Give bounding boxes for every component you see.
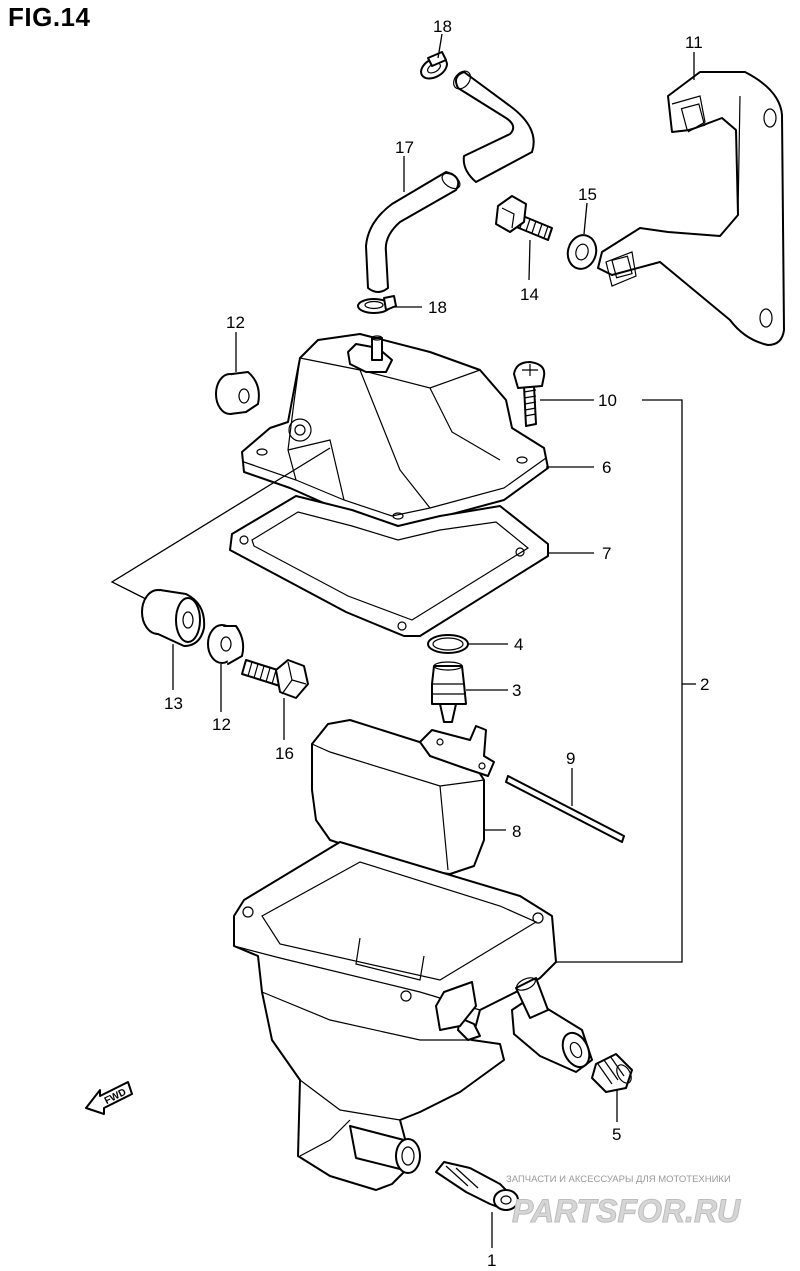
hose-clamp-part-18-lower	[357, 295, 397, 314]
fwd-direction-indicator: FWD	[85, 1081, 133, 1115]
callout-5: 5	[612, 1125, 621, 1144]
bracket-part-11	[597, 71, 785, 346]
callout-18-top: 18	[433, 17, 452, 36]
grommet-part-12-lower	[207, 624, 245, 665]
figure-title: FIG.14	[8, 2, 91, 32]
leader-lines	[172, 33, 696, 1248]
watermark: ЗАПЧАСТИ И АКСЕССУАРЫ ДЛЯ МОТОТЕХНИКИ PA…	[506, 1174, 742, 1230]
screw-part-10	[513, 361, 546, 427]
callout-11: 11	[685, 33, 703, 52]
callout-4: 4	[514, 635, 523, 654]
callout-6: 6	[602, 458, 611, 477]
reference-line-13	[110, 447, 331, 601]
callout-18-lower: 18	[428, 298, 447, 317]
callout-15: 15	[578, 185, 597, 204]
callout-16: 16	[275, 744, 294, 763]
callout-3: 3	[512, 681, 521, 700]
callout-10: 10	[598, 391, 617, 410]
washer-part-15	[566, 234, 598, 270]
callout-7: 7	[602, 544, 611, 563]
watermark-logo: PARTSFOR.RU	[512, 1193, 741, 1229]
drain-screw-part-1	[435, 1161, 519, 1211]
callout-labels: 18 11 17 15 14 18 12 10 6 7 4 3 2 13 12 …	[164, 17, 709, 1270]
callout-1: 1	[487, 1251, 496, 1270]
float-part-8	[311, 719, 495, 875]
callout-8: 8	[512, 822, 521, 841]
hose-part-17	[365, 171, 461, 293]
callout-12-lower: 12	[212, 715, 231, 734]
callout-9: 9	[566, 749, 575, 768]
o-ring-part-4	[427, 634, 469, 654]
pin-part-9	[505, 775, 625, 843]
gasket-part-7	[229, 495, 549, 637]
cover-part-6	[241, 333, 549, 529]
hose-upper	[453, 70, 535, 183]
hose-clamp-part-18-top	[420, 51, 448, 80]
plug-part-5	[591, 1053, 633, 1093]
callout-13: 13	[164, 694, 183, 713]
bolt-part-16	[241, 659, 309, 699]
callout-2: 2	[700, 675, 709, 694]
float-bowl-body-part-2	[233, 841, 593, 1191]
callout-17: 17	[395, 138, 414, 157]
watermark-tagline: ЗАПЧАСТИ И АКСЕССУАРЫ ДЛЯ МОТОТЕХНИКИ	[506, 1174, 731, 1185]
needle-valve-part-3	[431, 661, 467, 723]
callout-14: 14	[520, 285, 539, 304]
callout-12-upper: 12	[226, 313, 245, 332]
grommet-part-12-upper	[215, 371, 260, 415]
bolt-part-14	[495, 195, 553, 241]
fwd-label: FWD	[103, 1087, 128, 1107]
grommet-part-13	[141, 589, 206, 647]
